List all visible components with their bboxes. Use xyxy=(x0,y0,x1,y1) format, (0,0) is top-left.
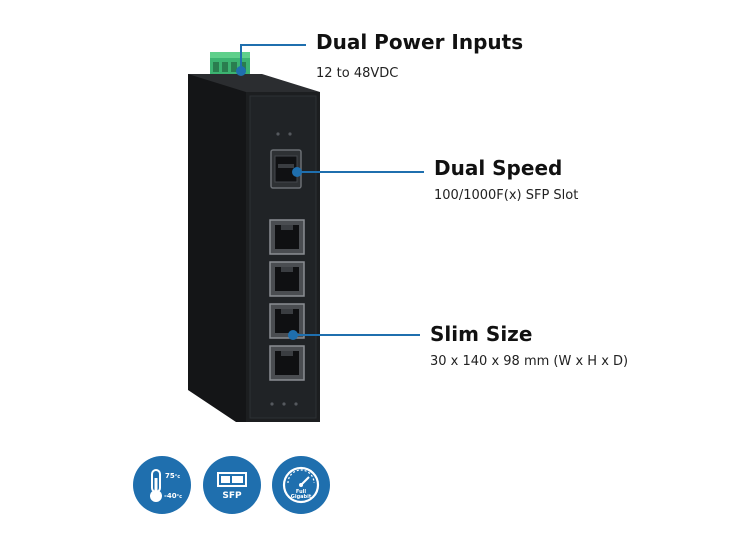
sfp-module-icon: SFP xyxy=(217,472,247,501)
power-callout-line xyxy=(240,44,306,46)
switch-side-panel xyxy=(188,74,262,422)
power-callout-subtitle: 12 to 48VDC xyxy=(316,66,399,81)
industrial-switch-illustration xyxy=(188,52,320,422)
sfp-badge: SFP xyxy=(203,456,261,514)
rj45-port xyxy=(269,219,305,255)
sfp-badge-label: SFP xyxy=(222,491,242,501)
switch-product-image xyxy=(180,30,350,435)
speed-callout-line xyxy=(300,171,424,173)
speedometer-icon: Full Gigabit xyxy=(282,466,320,504)
sfp-slot xyxy=(270,149,302,189)
gigabit-line2: Gigabit xyxy=(291,494,312,500)
rj45-port xyxy=(269,261,305,297)
power-callout-connector xyxy=(240,44,242,70)
size-callout-subtitle: 30 x 140 x 98 mm (W x H x D) xyxy=(430,354,629,369)
rj45-port xyxy=(269,303,305,339)
size-callout-dot xyxy=(288,330,298,340)
switch-top-panel xyxy=(188,74,320,92)
speed-callout-subtitle: 100/1000F(x) SFP Slot xyxy=(434,188,579,203)
size-callout-line xyxy=(296,334,420,336)
rj45-port xyxy=(269,345,305,381)
power-callout-title: Dual Power Inputs xyxy=(316,30,524,54)
full-gigabit-badge: Full Gigabit xyxy=(272,456,330,514)
power-callout-dot xyxy=(236,66,246,76)
thermometer-icon: 75°c -40°c xyxy=(150,469,182,502)
temp-high-label: 75°c xyxy=(165,472,180,480)
temp-low-label: -40°c xyxy=(164,492,182,500)
speed-callout-dot xyxy=(292,167,302,177)
speed-callout-title: Dual Speed xyxy=(434,156,563,180)
size-callout-title: Slim Size xyxy=(430,322,533,346)
temperature-range-badge: 75°c -40°c xyxy=(133,456,191,514)
gigabit-line1: Full xyxy=(296,489,306,495)
